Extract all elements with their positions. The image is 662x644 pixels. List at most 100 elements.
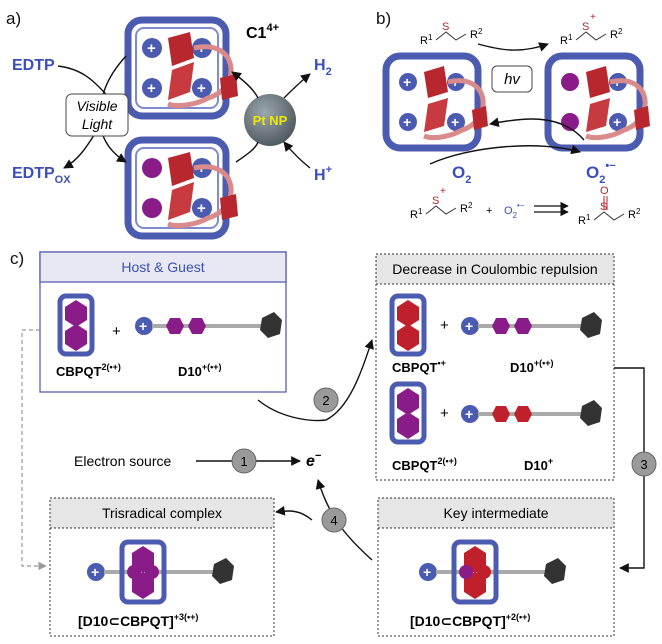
feedback-dashed-arrow bbox=[21, 329, 47, 571]
svg-text:+: + bbox=[486, 205, 492, 217]
visible-light-box bbox=[65, 93, 129, 137]
visible-light-text-2: Light bbox=[82, 116, 113, 132]
svg-text:+: + bbox=[451, 114, 459, 130]
svg-text:+: + bbox=[403, 74, 411, 90]
panel-c-label: c) bbox=[10, 249, 24, 268]
pt-to-c1-arrow bbox=[231, 71, 259, 99]
svg-text:+: + bbox=[423, 564, 431, 580]
cbpqt-2-label: CBPQT2(•+) bbox=[392, 456, 457, 473]
complex-b-left-icon: + + + + bbox=[382, 52, 488, 152]
d10-plus-label: D10+ bbox=[524, 456, 553, 473]
d10-radical-icon: + bbox=[461, 312, 602, 338]
visible-light-text-1: Visible bbox=[77, 98, 118, 114]
svg-text:S: S bbox=[442, 21, 449, 33]
svg-text:+: + bbox=[197, 80, 206, 97]
hv-box bbox=[491, 65, 533, 93]
host-guest-header bbox=[39, 251, 287, 283]
cbpqt-radical-label: CBPQT•+ bbox=[392, 358, 446, 375]
d10-radical-label: D10+(•+) bbox=[510, 358, 554, 375]
svg-text:R1: R1 bbox=[420, 33, 433, 47]
cbpqt-host-icon bbox=[57, 293, 95, 357]
svg-text:O: O bbox=[600, 185, 609, 197]
trisradical-header bbox=[49, 497, 275, 529]
sulfoxide-equation: R1 S + R2 + O2•− R1 O S R2 bbox=[410, 185, 641, 227]
cycle-return-arrow bbox=[489, 117, 585, 141]
svg-text:S: S bbox=[432, 195, 439, 207]
decrease-header bbox=[375, 253, 615, 285]
panel-a-label: a) bbox=[6, 9, 21, 28]
step4-badge bbox=[321, 507, 347, 533]
hv-label: hv bbox=[504, 71, 521, 88]
svg-text:O2•−: O2•− bbox=[504, 201, 525, 220]
d10-plus-icon: + bbox=[461, 400, 602, 426]
edtp-ox-label: EDTPOX bbox=[12, 165, 71, 186]
svg-text:+: + bbox=[91, 564, 99, 580]
svg-text:R2: R2 bbox=[460, 201, 473, 215]
svg-text:R1: R1 bbox=[560, 33, 573, 47]
svg-text:R2: R2 bbox=[470, 27, 483, 41]
svg-text:+: + bbox=[440, 186, 446, 197]
sulfide-structure: R1 S R2 bbox=[420, 21, 483, 47]
step4-arrow-to-tris bbox=[275, 505, 313, 521]
o2-radical-label: O2•− bbox=[586, 160, 616, 186]
svg-text:+: + bbox=[613, 114, 621, 130]
pt-np-icon bbox=[244, 94, 296, 146]
key-intermediate-title: Key intermediate bbox=[443, 505, 548, 521]
trisradical-formula: [D10⊂CBPQT]+3(•+) bbox=[78, 612, 198, 629]
svg-text:+: + bbox=[197, 200, 206, 217]
h2-label: H2 bbox=[314, 57, 332, 78]
svg-text:+: + bbox=[139, 318, 147, 334]
pt-to-h2-arrow bbox=[283, 73, 311, 99]
step4-number: 4 bbox=[330, 513, 337, 528]
key-intermediate-header bbox=[377, 497, 615, 529]
svg-text:R2: R2 bbox=[610, 27, 623, 41]
step2-number: 2 bbox=[322, 393, 329, 408]
o2-reduction-arrow bbox=[429, 144, 581, 165]
svg-text:+: + bbox=[465, 318, 473, 334]
d10-guest-label: D10+(•+) bbox=[178, 362, 222, 379]
key-intermediate-formula: [D10⊂CBPQT]+2(•+) bbox=[410, 612, 530, 629]
c1-label: C14+ bbox=[246, 22, 279, 42]
step3-number: 3 bbox=[640, 457, 647, 472]
electron-source-label: Electron source bbox=[74, 453, 171, 469]
svg-text:S: S bbox=[600, 201, 607, 213]
svg-text:+: + bbox=[590, 12, 596, 23]
cbpqt-2-icon bbox=[389, 381, 427, 445]
step1-badge bbox=[231, 448, 257, 474]
step1-number: 1 bbox=[240, 454, 247, 469]
complex-a-top-icon: + + + + bbox=[124, 16, 238, 120]
complex-to-pt-arrow bbox=[235, 141, 259, 163]
step2-badge bbox=[313, 387, 339, 413]
trisradical-title: Trisradical complex bbox=[102, 505, 222, 521]
hplus-label: H+ bbox=[314, 164, 332, 184]
host-plus: + bbox=[112, 323, 121, 340]
panel-b-label: b) bbox=[376, 9, 391, 28]
complex-b-right-icon: + + bbox=[544, 52, 650, 152]
o2-label: O2 bbox=[452, 163, 471, 186]
decrease-plus-1: + bbox=[440, 317, 449, 334]
electron-label: e− bbox=[306, 450, 322, 470]
sulfide-oxidation-arrow bbox=[477, 42, 549, 52]
complex-a-bottom-icon: + + bbox=[124, 136, 238, 240]
step3-badge bbox=[631, 451, 657, 477]
step2-arrow bbox=[257, 339, 374, 422]
svg-text:+: + bbox=[403, 114, 411, 130]
host-guest-title: Host & Guest bbox=[121, 259, 204, 275]
decrease-title: Decrease in Coulombic repulsion bbox=[392, 261, 597, 277]
hplus-to-pt-arrow bbox=[283, 141, 311, 169]
svg-text:R1: R1 bbox=[578, 213, 591, 227]
sulfide-radical-structure: R1 S + R2 bbox=[560, 12, 623, 47]
cbpqt-host-label: CBPQT2(•+) bbox=[56, 362, 121, 379]
svg-text:R1: R1 bbox=[410, 207, 423, 221]
svg-text:+: + bbox=[147, 80, 156, 97]
decrease-plus-2: + bbox=[440, 405, 449, 422]
pt-np-label: Pt NP bbox=[253, 113, 288, 128]
svg-text:S: S bbox=[582, 21, 589, 33]
d10-guest-icon: + bbox=[135, 312, 282, 338]
cbpqt-radical-icon bbox=[389, 293, 427, 357]
trisradical-complex-icon: + bbox=[87, 539, 234, 605]
svg-text:+: + bbox=[465, 406, 473, 422]
edtp-out-arrow bbox=[63, 131, 97, 169]
svg-text:+: + bbox=[147, 40, 156, 57]
